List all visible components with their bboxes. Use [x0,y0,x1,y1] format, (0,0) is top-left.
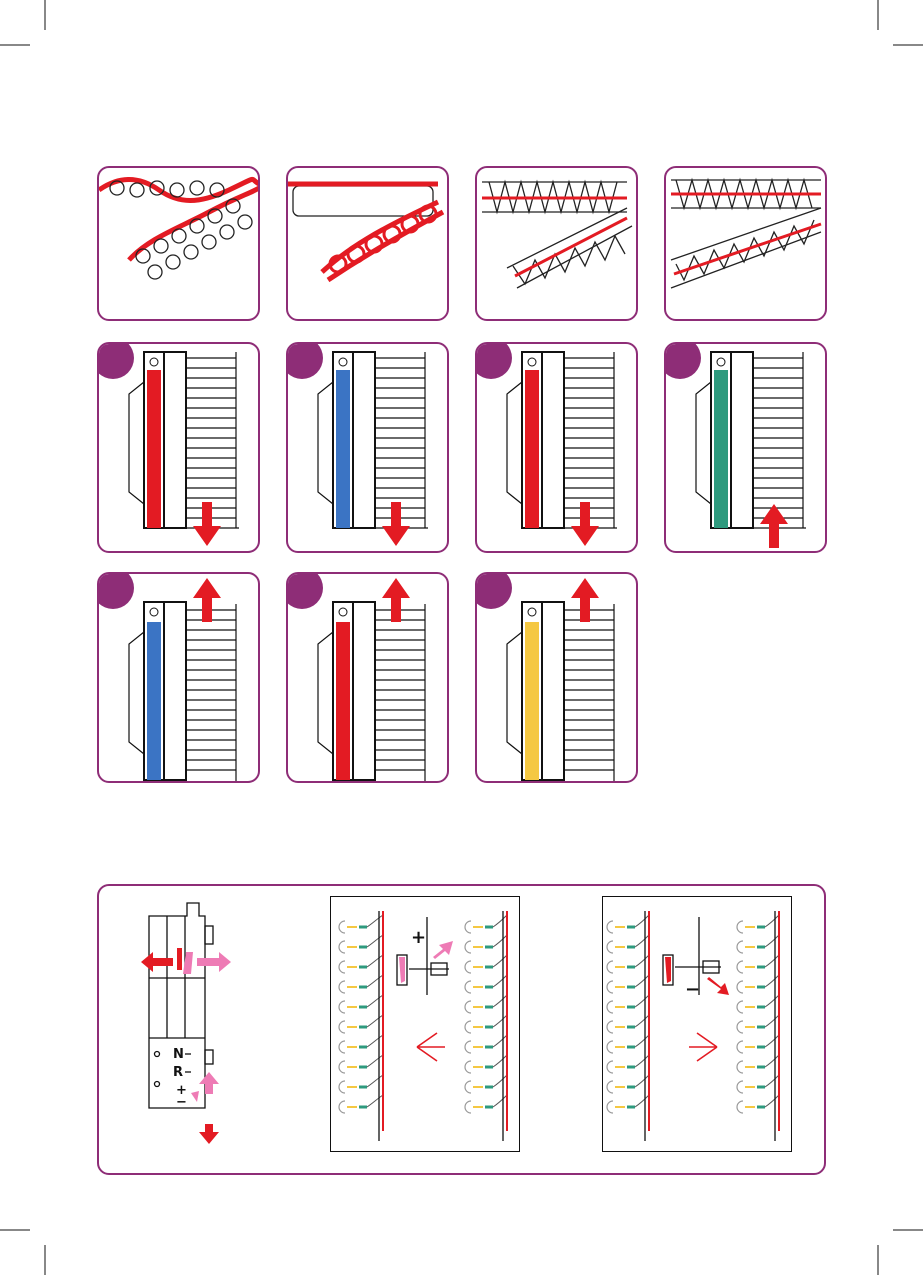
foot-label-n: N [173,1047,184,1062]
dial-panel-1 [97,342,260,553]
dial-panel-2 [286,342,449,553]
stitch-illustration-1 [99,168,258,319]
stitch-illustration-2 [288,168,447,319]
transition-arrow [417,1033,445,1061]
stitch-panel-3 [475,166,638,321]
stitch-panel-1 [97,166,260,321]
stitch-panel-4 [664,166,827,321]
dial-panel-4 [664,342,827,553]
dial-panel-6 [286,572,449,783]
dial-panel-7 [475,572,638,783]
foot-label-minus: − [176,1095,187,1110]
adjust-plus-illustration: + [331,897,519,1151]
adjust-minus-frame: − [602,896,792,1152]
stitch-panel-2 [286,166,449,321]
adjust-plus-frame: + [330,896,520,1152]
adjust-minus-illustration: − [603,897,791,1151]
transition-arrow [689,1033,717,1061]
stitch-illustration-4 [666,168,825,319]
foot-label-r: R [173,1065,183,1080]
dial-panel-5 [97,572,260,783]
stitch-illustration-3 [477,168,636,319]
dial-panel-3 [475,342,638,553]
minus-sign: − [685,979,700,1000]
plus-sign: + [411,927,426,948]
adjustment-panel: N R + − [97,884,826,1175]
presser-foot-illustration: N R + − [129,898,279,1148]
